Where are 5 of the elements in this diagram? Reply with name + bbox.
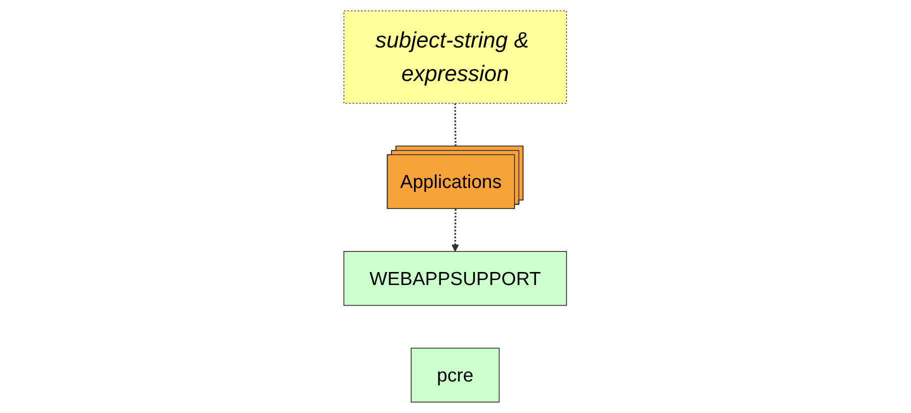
node-box: pcre bbox=[411, 348, 500, 403]
arrow bbox=[452, 209, 460, 252]
node-box: WEBAPPSUPPORT bbox=[344, 251, 568, 306]
node-box: subject-string & expression bbox=[344, 10, 568, 104]
connector bbox=[454, 103, 457, 147]
